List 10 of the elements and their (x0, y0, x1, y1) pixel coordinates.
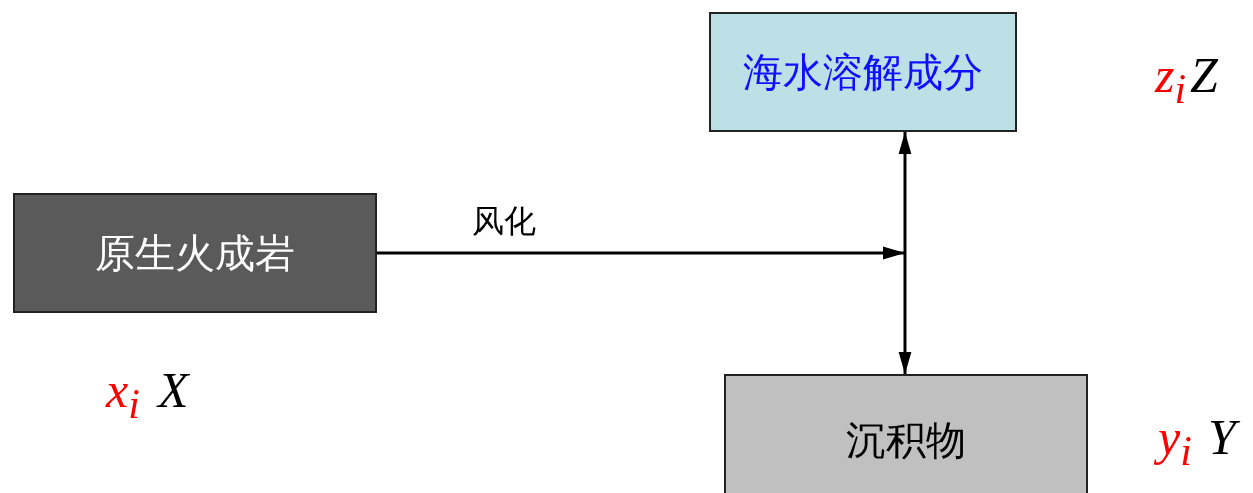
edge-label: 风化 (472, 205, 536, 237)
variable-label: x$_{i}$ (106, 365, 140, 426)
seawater-box: 海水溶解成分 (709, 12, 1017, 132)
arrow (898, 132, 912, 374)
sediment-box: 沉积物 (724, 374, 1088, 493)
arrow (377, 246, 905, 260)
variable-label: Z (1190, 50, 1218, 100)
variable-label: z$_{i}$ (1155, 50, 1187, 111)
rock-box: 原生火成岩 (13, 193, 377, 313)
variable-label: X (158, 365, 189, 415)
